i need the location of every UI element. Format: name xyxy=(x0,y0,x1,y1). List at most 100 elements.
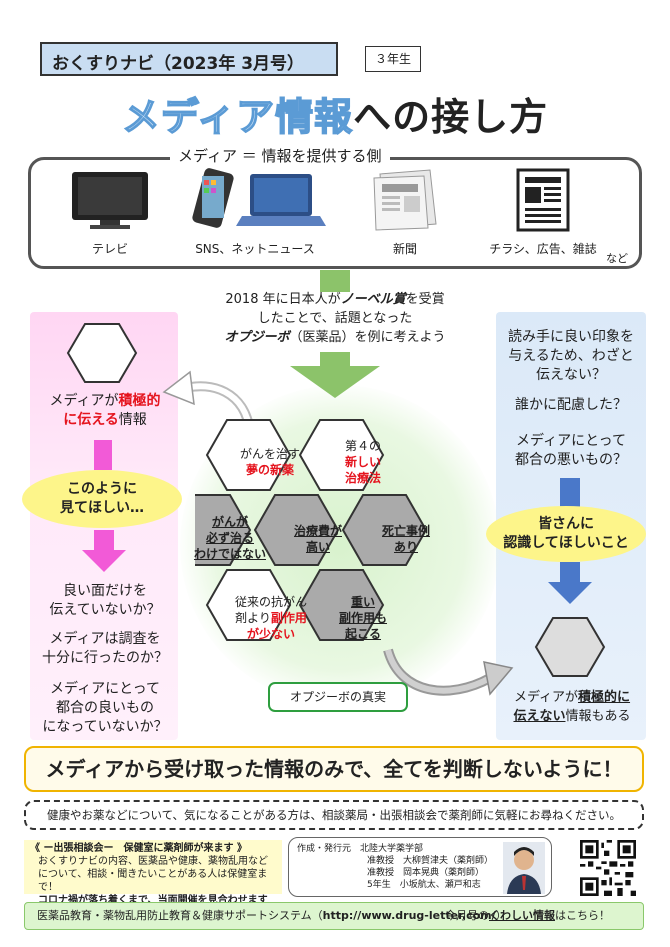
footer-system-end: ） xyxy=(495,909,507,922)
right-caption-bold: 伝えない xyxy=(513,709,566,724)
left-question-2: メディアは調査を 十分に行ったのか？ xyxy=(30,630,180,668)
grade-label: ３年生 xyxy=(365,46,421,72)
hex-5 xyxy=(341,494,428,566)
left-caption-text: メディアが xyxy=(49,393,119,409)
title-rest: への接し方 xyxy=(353,95,549,139)
event-text: コロナ禍が落ち着くまで、当面開催を見合わせます xyxy=(38,895,268,906)
credits-org: 北陸大学薬学部 xyxy=(360,844,424,854)
left-question-3: メディアにとって 都合の良いもの になっていないか？ xyxy=(24,680,186,737)
hex-text: あり xyxy=(393,540,418,554)
intro-line1-prefix: 2018 年に日本人が xyxy=(225,292,341,307)
question-text: 十分に行ったのか？ xyxy=(42,650,168,666)
hex-text: 新しい xyxy=(344,455,381,469)
hex-text: 重い xyxy=(350,595,375,609)
right-caption-text: メディアが xyxy=(513,690,579,705)
media-item-label: テレビ xyxy=(91,242,128,256)
media-item-newspaper: 新聞 xyxy=(360,168,450,264)
truth-label: オプジーボの真実 xyxy=(268,682,408,712)
question-text: 都合の良いもの xyxy=(56,700,154,716)
right-oval: 皆さんに 認識してほしいこと xyxy=(486,506,646,562)
author-photo xyxy=(503,842,545,894)
question-text: 都合の悪いもの？ xyxy=(515,452,627,468)
hex-text: 必ず治る xyxy=(205,531,254,545)
event-title: 《 ー出張相談会ー 保健室に薬剤師が来ます 》 xyxy=(30,843,247,854)
hex-1 xyxy=(205,419,292,491)
green-down-arrow xyxy=(290,270,380,398)
hex-6-label: 従来の抗がん 剤より副作用 が少ない xyxy=(226,594,316,642)
title-highlight: メディア情報 xyxy=(121,94,354,140)
right-caption-text: 情報もある xyxy=(565,709,631,724)
left-caption-red: に伝える xyxy=(63,412,119,428)
page-title: メディア情報への接し方 xyxy=(0,86,670,141)
blue-arrow-stem xyxy=(560,478,580,508)
hex-text: 夢の新薬 xyxy=(245,463,294,477)
event-text: について、相談・聞きたいことがある人は保健室まで！ xyxy=(38,869,268,893)
media-item-label: 新聞 xyxy=(392,242,417,256)
question-text: メディアにとって xyxy=(516,433,626,449)
blue-down-arrow xyxy=(548,562,592,604)
smartphone-laptop-icon xyxy=(192,168,326,228)
right-question-1: 読み手に良い印象を 与えるため、わざと 伝えない？ xyxy=(496,328,646,385)
hex-text: 従来の抗がん xyxy=(234,595,307,609)
hex-text: がんを治す xyxy=(239,447,300,461)
pink-down-arrow xyxy=(82,530,126,572)
footer-more-suffix: はこちら！ xyxy=(555,909,610,922)
hex-text: 治療費が xyxy=(293,524,342,538)
empty-hex-right xyxy=(534,617,606,677)
question-text: になっていないか？ xyxy=(42,719,168,735)
credits-line: 5年生 小坂航太、瀬戸和志 xyxy=(367,880,481,890)
question-text: 良い面だけを xyxy=(63,583,147,599)
intro-text: 2018 年に日本人がノーベル賞を受賞 したことで、話題となった オプジーボ（医… xyxy=(190,290,480,347)
right-question-3: メディアにとって 都合の悪いもの？ xyxy=(496,432,646,470)
footer-more-prefix: 今月号の xyxy=(445,909,489,922)
right-caption: メディアが積極的に 伝えない情報もある xyxy=(494,688,650,726)
hex-text: わけではない xyxy=(193,547,266,561)
newsletter-title: おくすりナビ（2023年 3月号） xyxy=(40,42,338,76)
intro-line2: したことで、話題となった xyxy=(257,311,413,326)
qr-code-icon[interactable] xyxy=(580,840,636,896)
consultation-note: 健康やお薬などについて、気になることがある方は、相談薬局・出張相談会で薬剤師に気… xyxy=(24,800,644,830)
hex-2 xyxy=(298,419,385,491)
question-text: 伝えていないか？ xyxy=(49,602,161,618)
hex-text: 死亡事例 xyxy=(381,524,430,538)
hex-4-label: 治療費が 高い xyxy=(278,523,358,555)
media-label: メディア ＝ 情報を提供する側 xyxy=(170,145,390,166)
footer-url[interactable]: http://www.drug-letter.com/ xyxy=(322,909,496,922)
footer-system: 医薬品教育・薬物乱用防止教育＆健康サポートシステム（ xyxy=(37,909,323,922)
hex-4 xyxy=(253,494,340,566)
hex-text: がんが xyxy=(211,515,248,529)
hex-text: 副作用も xyxy=(338,611,387,625)
credits-box: 作成・発行元 北陸大学薬学部 准教授 大柳賀津夫（薬剤師） 准教授 岡本晃典（薬… xyxy=(288,837,552,897)
hex-text: 剤より xyxy=(235,611,271,625)
details-link[interactable]: くわしい情報 xyxy=(489,909,555,922)
curved-arrow-right xyxy=(383,648,514,696)
right-oval-text: 認識してほしいこと xyxy=(503,535,629,551)
left-oval: このように 見てほしい… xyxy=(22,470,182,528)
right-caption-bold: 積極的に xyxy=(578,690,631,705)
hex-1-label: がんを治す 夢の新薬 xyxy=(230,446,310,478)
honeycomb xyxy=(195,419,428,641)
hex-text: 第４の xyxy=(344,439,381,453)
hex-5-label: 死亡事例 あり xyxy=(366,523,446,555)
hex-3 xyxy=(195,494,252,566)
intro-line3-suffix: （医薬品）を例に考えよう xyxy=(289,330,446,345)
hex-text: 副作用 xyxy=(270,611,307,625)
media-item-flyer: チラシ、広告、雑誌 xyxy=(478,168,608,264)
newspaper-icon xyxy=(373,169,437,231)
left-caption-text: 情報 xyxy=(118,412,147,428)
event-box: 《 ー出張相談会ー 保健室に薬剤師が来ます 》 おくすりナビの内容、医薬品や健康… xyxy=(24,840,282,906)
media-item-label: チラシ、広告、雑誌 xyxy=(489,242,597,256)
question-text: 読み手に良い印象を xyxy=(508,329,634,345)
hex-6 xyxy=(205,569,292,641)
nobel-text: ノーベル賞 xyxy=(340,292,406,307)
media-item-label: SNS、ネットニュース xyxy=(195,242,315,256)
credits-line: 准教授 岡本晃典（薬剤師） xyxy=(367,868,485,878)
footer-bar: 医薬品教育・薬物乱用防止教育＆健康サポートシステム（http://www.dru… xyxy=(24,902,644,930)
media-item-sns: SNS、ネットニュース xyxy=(180,168,330,264)
empty-hex-left xyxy=(66,323,138,383)
left-caption-red: 積極的 xyxy=(118,393,161,409)
left-caption: メディアが積極的 に伝える情報 xyxy=(30,392,180,430)
flyer-icon xyxy=(516,168,570,232)
media-item-tv: テレビ xyxy=(60,168,160,264)
question-text: 伝えない？ xyxy=(536,367,606,383)
